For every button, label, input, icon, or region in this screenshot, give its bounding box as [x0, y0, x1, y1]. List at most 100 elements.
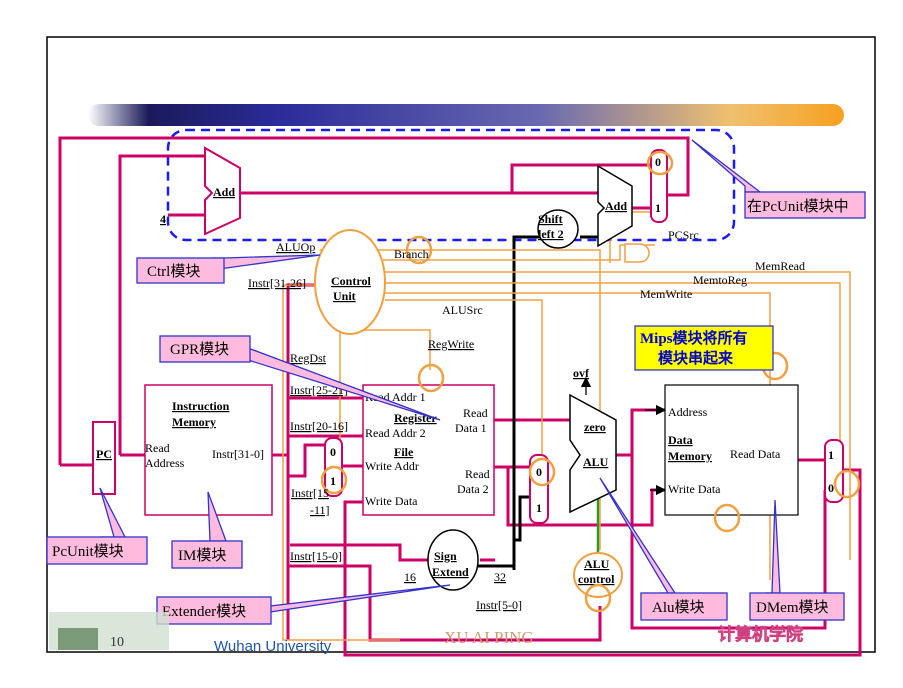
datapath-wires	[58, 136, 862, 657]
callout-dmem-text: DMem模块	[756, 599, 829, 616]
shift-label-2: left 2	[538, 227, 564, 241]
regwrite-highlight	[417, 363, 445, 393]
im-label-1: Instruction	[172, 399, 230, 413]
rf-port-wa: Write Addr	[365, 459, 419, 473]
alusrc-highlight	[528, 457, 556, 487]
sig-alusrc: ALUSrc	[442, 303, 483, 317]
sig-aluop: ALUOp	[276, 240, 315, 254]
alu-label: ALU	[583, 455, 609, 469]
alu-control-block	[573, 552, 623, 598]
sig-width-32: 32	[494, 570, 506, 584]
rf-port-wd: Write Data	[365, 494, 418, 508]
callout-pcunit-text: PcUnit模块	[52, 543, 124, 560]
footer-school-logo: 计算机学院	[718, 624, 803, 645]
memtoreg-mux-0: 0	[828, 481, 834, 495]
callout-gpr-text: GPR模块	[170, 341, 229, 358]
dmem-address: Address	[668, 405, 708, 419]
callout-mips-box	[634, 325, 774, 371]
alu-zero: zero	[584, 420, 606, 434]
control-unit-label-2: Unit	[333, 289, 356, 303]
callout-dmem-box	[749, 592, 845, 621]
sig-instr-imm: Instr[15-0]	[290, 549, 342, 563]
footer-university: Wuhan University	[214, 638, 332, 655]
sign-extend-label-1: Sign	[434, 549, 457, 563]
add-pc4-block	[204, 146, 241, 236]
alu-block	[569, 393, 617, 514]
header-gradient-bar	[88, 104, 844, 126]
pcsrc-mux-1: 1	[655, 201, 661, 215]
regdst-highlight	[320, 465, 348, 495]
alusrc-mux-0: 0	[536, 465, 542, 479]
sig-regdst: RegDst	[290, 351, 327, 365]
sig-instr-rt: Instr[20-16]	[290, 419, 348, 433]
data-memory-block	[664, 384, 799, 516]
add-branch-block	[597, 164, 633, 248]
sign-extend-label-2: Extend	[432, 565, 469, 579]
footer-author: XU AI PING	[444, 628, 534, 647]
control-unit-label-1: Control	[331, 274, 371, 288]
sig-memwrite: MemWrite	[640, 287, 692, 301]
im-read-2: Address	[145, 456, 185, 470]
alu-ovf: ovf	[573, 366, 590, 380]
sig-branch: Branch	[394, 247, 429, 261]
rf-out-1a: Read	[463, 406, 488, 420]
dmem-label-1: Data	[668, 433, 693, 447]
sig-regwrite: RegWrite	[428, 337, 474, 351]
sig-width-16: 16	[404, 570, 416, 584]
memwrite-highlight	[713, 503, 741, 533]
shift-left-2-block	[537, 209, 579, 249]
pcsrc-mux	[650, 149, 668, 223]
callout-pcunit-in-text: 在PcUnit模块中	[747, 198, 849, 215]
register-file-block	[362, 384, 495, 516]
sig-memtoreg: MemtoReg	[693, 273, 747, 287]
rf-label-1: Register	[394, 411, 437, 425]
add-pc4-label: Add	[213, 185, 235, 199]
pcsrc-mux-highlight	[646, 150, 674, 176]
callout-alu-text: Alu模块	[652, 599, 705, 616]
rf-out-1b: Data 1	[455, 421, 487, 435]
im-label-2: Memory	[172, 415, 216, 429]
pc-label: PC	[96, 447, 112, 461]
memtoreg-highlight	[833, 469, 861, 499]
pcsrc-mux-0: 0	[655, 155, 661, 169]
sig-instr-funct: Instr[5-0]	[476, 598, 522, 612]
im-read-1: Read	[145, 441, 170, 455]
rf-label-2: File	[394, 445, 414, 459]
callout-mips-text-1: Mips模块将所有	[640, 329, 748, 347]
rf-out-2a: Read	[465, 467, 490, 481]
memtoreg-mux-1: 1	[828, 448, 834, 462]
dmem-label-2: Memory	[668, 449, 712, 463]
sig-memread: MemRead	[755, 259, 805, 273]
dmem-read-data: Read Data	[730, 447, 781, 461]
rf-port-ra2: Read Addr 2	[365, 426, 426, 440]
branch-highlight	[405, 235, 433, 265]
sig-instr-op: Instr[31-26]	[248, 276, 306, 290]
callout-alu-box	[640, 592, 728, 621]
sig-pcsrc: PCSrc	[668, 228, 699, 242]
callout-ctrl-box	[136, 257, 225, 284]
dmem-write-data: Write Data	[668, 482, 721, 496]
callout-im-text: IM模块	[178, 547, 226, 564]
callout-ctrl-text: Ctrl模块	[147, 263, 200, 280]
callout-im-box	[171, 540, 243, 569]
sign-extend-block	[427, 529, 479, 591]
pc-block	[92, 421, 116, 495]
sig-instr-rd-2: -11]	[310, 503, 330, 517]
callout-extender-box	[156, 596, 272, 625]
footer-pagoda-icon	[58, 628, 98, 650]
callout-pcunit-box	[46, 536, 148, 565]
callout-mips-text-2: 模块串起来	[658, 349, 734, 367]
constant-4-label: 4	[160, 212, 166, 226]
alusrc-mux-1: 1	[536, 501, 542, 515]
control-unit-block	[314, 229, 386, 335]
regdst-mux-0: 0	[330, 445, 336, 459]
sig-instr-rd-1: Instr[15	[291, 486, 329, 500]
aluop-highlight	[584, 583, 612, 613]
add-branch-label: Add	[605, 199, 627, 213]
alusrc-mux	[529, 454, 549, 524]
regdst-mux-1: 1	[330, 474, 336, 488]
alu-control-label-2: control	[578, 572, 615, 586]
branch-and-gate	[624, 243, 650, 263]
rf-out-2b: Data 2	[457, 482, 489, 496]
